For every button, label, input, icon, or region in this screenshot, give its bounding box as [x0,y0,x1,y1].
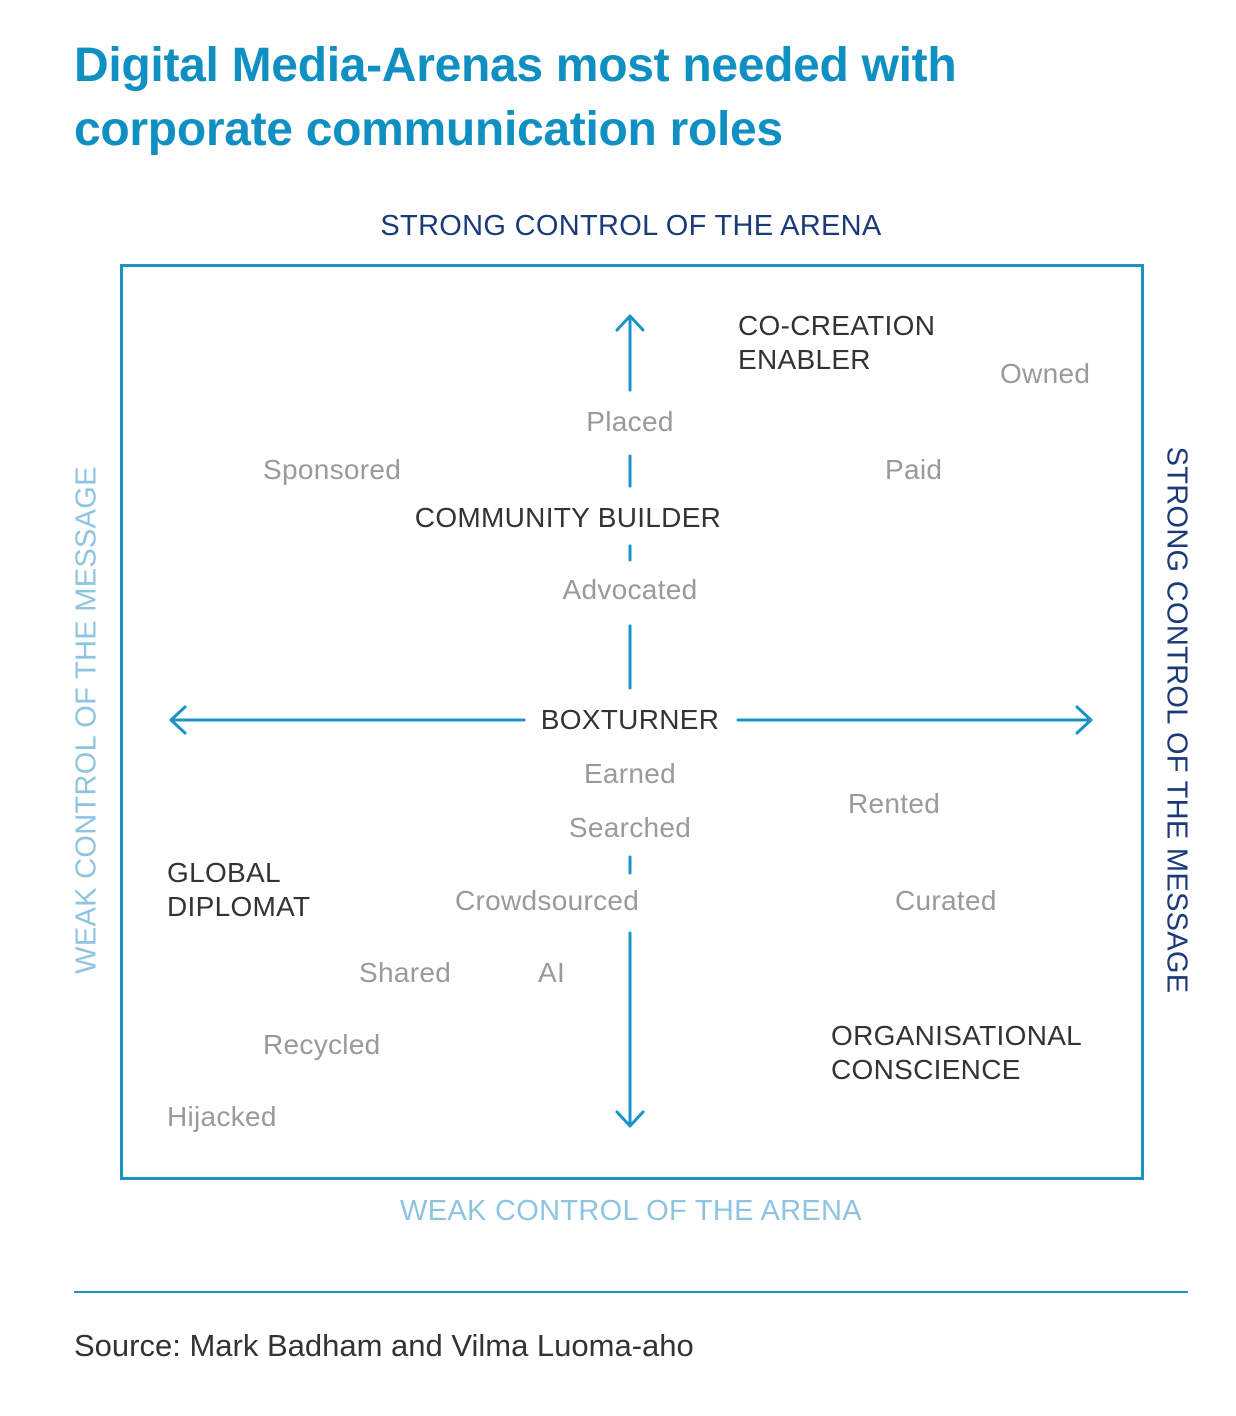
media-searched: Searched [568,812,692,843]
role-organisational-conscience: ORGANISATIONAL CONSCIENCE [831,1019,1082,1087]
role-org-line-2: CONSCIENCE [831,1054,1021,1085]
media-placed: Placed [586,406,674,437]
vertical-axis-down-arrowhead [615,1110,645,1128]
title-line-2: corporate communication roles [74,103,783,156]
media-paid: Paid [885,454,943,485]
horizontal-axis-right-arrowhead [1075,705,1093,735]
media-earned: Earned [583,758,677,789]
role-org-line-1: ORGANISATIONAL [831,1020,1083,1051]
role-co-creation-line-1: CO-CREATION [738,310,936,341]
media-recycled: Recycled [263,1029,381,1060]
media-crowdsourced: Crowdsourced [455,885,640,916]
quadrant-frame [120,264,1144,1180]
role-boxturner: BOXTURNER [540,704,720,735]
role-global-diplomat: GLOBAL DIPLOMAT [167,856,310,924]
source-credit: Source: Mark Badham and Vilma Luoma-aho [74,1328,694,1363]
role-co-creation-line-2: ENABLER [738,344,871,375]
media-advocated: Advocated [562,574,698,605]
footer-divider [74,1291,1188,1293]
vertical-axis-up-arrowhead [615,314,645,332]
role-co-creation-enabler: CO-CREATION ENABLER [738,309,935,377]
diagram-title: Digital Media-Arenas most needed with co… [74,34,1174,162]
horizontal-axis-left-arrowhead [169,705,187,735]
media-shared: Shared [359,957,452,988]
role-community-builder: COMMUNITY BUILDER [414,502,722,533]
axis-label-bottom: WEAK CONTROL OF THE ARENA [400,1195,862,1227]
axis-label-top: STRONG CONTROL OF THE ARENA [380,210,882,242]
media-owned: Owned [1000,358,1091,389]
media-rented: Rented [848,788,941,819]
media-curated: Curated [895,885,997,916]
media-ai: AI [538,957,566,988]
media-sponsored: Sponsored [263,454,402,485]
media-hijacked: Hijacked [167,1101,277,1132]
role-global-line-2: DIPLOMAT [167,891,311,922]
title-line-1: Digital Media-Arenas most needed with [74,39,957,92]
role-global-line-1: GLOBAL [167,857,281,888]
